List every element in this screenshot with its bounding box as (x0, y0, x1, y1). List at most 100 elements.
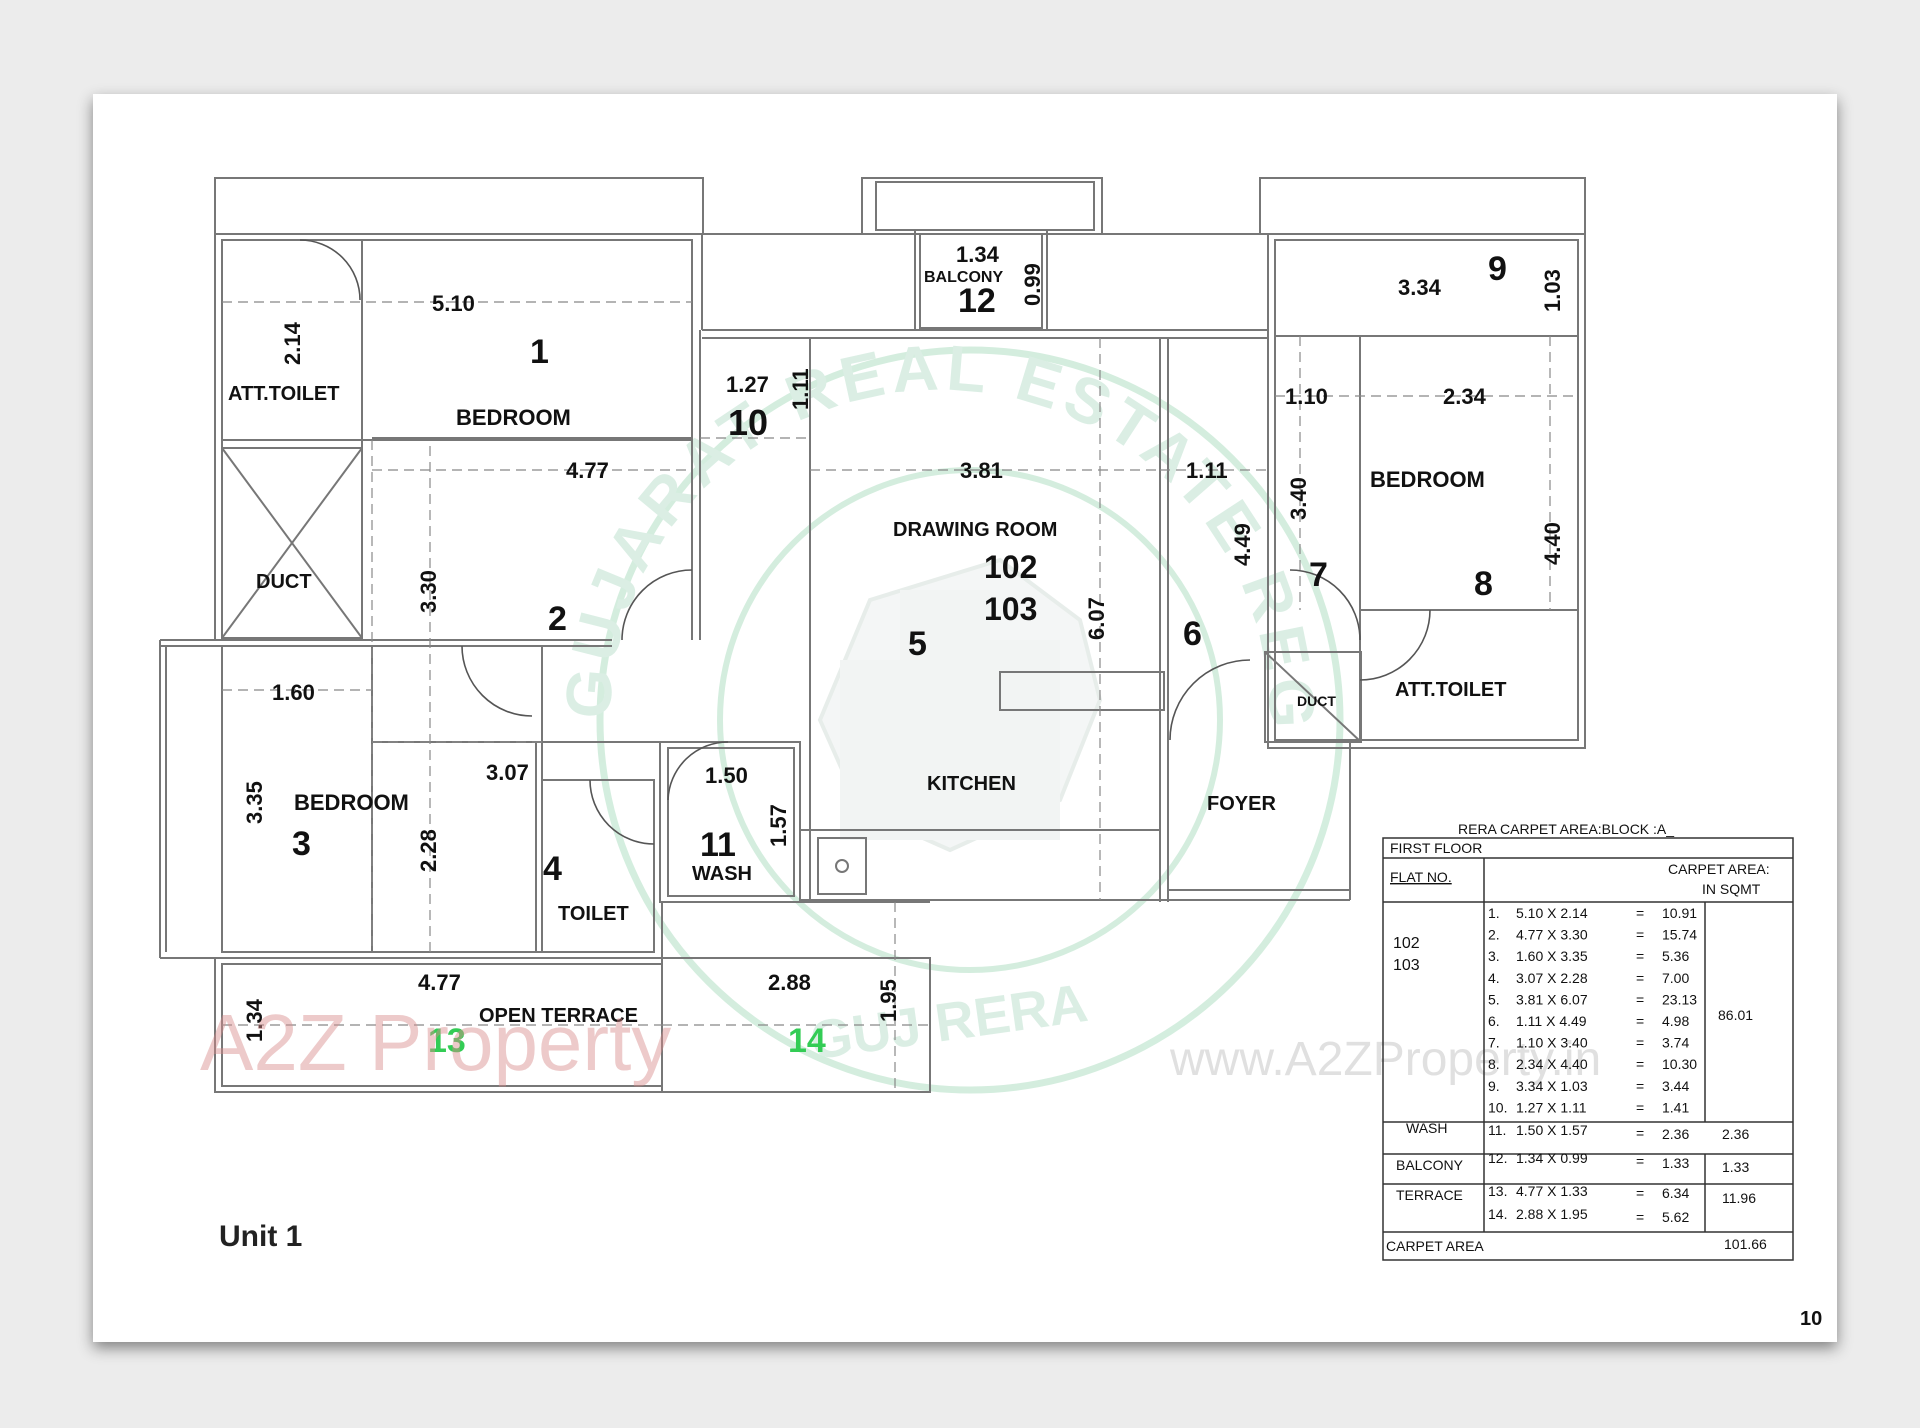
table-row-1-dim: 5.10 X 2.14 (1516, 905, 1588, 921)
table-col-flat: FLAT NO. (1390, 869, 1452, 885)
room-labels: BEDROOM 1 2 BEDROOM 3 4 TOILET 5 6 7 BED… (228, 250, 1507, 1060)
dim-1-34-terrace: 1.34 (242, 998, 267, 1042)
room-1-name: BEDROOM (456, 405, 571, 430)
dimension-lines (222, 301, 1578, 1092)
room-8-name: BEDROOM (1370, 467, 1485, 492)
dim-1-27: 1.27 (726, 372, 769, 397)
att-toilet-right-label: ATT.TOILET (1395, 679, 1506, 701)
dim-1-95: 1.95 (876, 979, 901, 1022)
dim-3-35: 3.35 (242, 781, 267, 824)
stamp-bottom-text: GUJ RERA (807, 973, 1092, 1071)
door-swings (299, 239, 1431, 845)
table-row-8-dim: 2.34 X 4.40 (1516, 1056, 1588, 1072)
dim-2-14: 2.14 (280, 321, 305, 365)
table-row-6-eq: = (1636, 1013, 1644, 1029)
dim-1-10: 1.10 (1285, 384, 1328, 409)
room-13-number: 13 (428, 1022, 466, 1060)
stamp-top-text: GUJARAT REAL ESTATE REGULATORY AUTHORITY (0, 0, 1323, 735)
dim-1-57: 1.57 (766, 804, 791, 847)
table-row-10-val: 1.41 (1662, 1099, 1689, 1115)
room-11-number: 11 (700, 826, 736, 864)
rera-stamp: GUJARAT REAL ESTATE REGULATORY AUTHORITY… (0, 0, 1344, 1094)
table-terrace-2-dim: 2.88 X 1.95 (1516, 1206, 1588, 1222)
table-row-5-dim: 3.81 X 6.07 (1516, 991, 1588, 1007)
drawing-room-label: DRAWING ROOM (893, 519, 1057, 541)
table-row-1-val: 10.91 (1662, 905, 1697, 921)
room-7-number: 7 (1309, 556, 1328, 594)
table-row-1-n: 1. (1488, 905, 1500, 921)
dim-1-11-right: 1.11 (1186, 458, 1228, 483)
table-col-area-2: IN SQMT (1702, 881, 1761, 897)
room-4-name: TOILET (558, 903, 629, 925)
table-balcony-num: 12. (1488, 1150, 1507, 1166)
table-terrace-2-eq: = (1636, 1209, 1644, 1225)
table-row-10-eq: = (1636, 1099, 1644, 1115)
dim-1-34-balcony: 1.34 (956, 242, 1000, 267)
table-row-3-dim: 1.60 X 3.35 (1516, 948, 1588, 964)
table-row-2-val: 15.74 (1662, 927, 1697, 943)
table-balcony-label: BALCONY (1396, 1157, 1464, 1173)
table-wash-dim: 1.50 X 1.57 (1516, 1122, 1588, 1138)
table-row-5-n: 5. (1488, 991, 1500, 1007)
att-toilet-left-label: ATT.TOILET (228, 383, 339, 405)
table-row-2-n: 2. (1488, 927, 1500, 943)
table-row-7-val: 3.74 (1662, 1035, 1689, 1051)
dim-6-07: 6.07 (1084, 597, 1109, 640)
room-3-number: 3 (292, 825, 311, 863)
room-12-name: BALCONY (924, 269, 1003, 286)
dim-3-30: 3.30 (416, 570, 441, 613)
dim-2-88: 2.88 (768, 970, 811, 995)
room-3-name: BEDROOM (294, 790, 409, 815)
table-row-10-dim: 1.27 X 1.11 (1516, 1099, 1587, 1115)
room-6-number: 6 (1183, 615, 1202, 653)
table-balcony-total: 1.33 (1722, 1159, 1749, 1175)
table-row-8-eq: = (1636, 1056, 1644, 1072)
dim-4-49: 4.49 (1230, 523, 1255, 566)
table-row-1-eq: = (1636, 905, 1644, 921)
room-14-number: 14 (788, 1022, 826, 1060)
flat-number-b: 103 (984, 591, 1037, 627)
duct-left-label: DUCT (256, 571, 312, 593)
table-row-3-eq: = (1636, 948, 1644, 964)
table-row-4-n: 4. (1488, 970, 1500, 986)
table-row-5-eq: = (1636, 991, 1644, 1007)
dim-0-99: 0.99 (1020, 263, 1045, 306)
room-5-number: 5 (908, 625, 927, 663)
table-row-9-n: 9. (1488, 1078, 1500, 1094)
svg-text:GUJARAT REAL ESTATE REGULATORY: GUJARAT REAL ESTATE REGULATORY AUTHORITY (0, 0, 1329, 735)
table-main-total: 86.01 (1718, 1007, 1753, 1023)
room-11-name: WASH (692, 863, 752, 885)
dim-2-34: 2.34 (1443, 384, 1487, 409)
table-carpet-total: 101.66 (1724, 1236, 1767, 1252)
dim-5-10: 5.10 (432, 291, 475, 316)
room-2-number: 2 (548, 600, 567, 638)
table-row-4-eq: = (1636, 970, 1644, 986)
table-terrace-total: 11.96 (1722, 1190, 1756, 1206)
table-floor: FIRST FLOOR (1390, 840, 1482, 856)
table-balcony-eq: = (1636, 1153, 1644, 1169)
room-12-number: 12 (958, 282, 996, 320)
a2z-watermark: A2Z Property www.A2ZProperty.in (200, 998, 1601, 1087)
table-row-3-n: 3. (1488, 948, 1500, 964)
carpet-area-table: RERA CARPET AREA:BLOCK :A_ FIRST FLOOR F… (1382, 821, 1794, 1261)
dim-3-34: 3.34 (1398, 275, 1442, 300)
dim-4-77-upper: 4.77 (566, 458, 609, 483)
table-balcony-val: 1.33 (1662, 1155, 1689, 1171)
table-wash-eq: = (1636, 1125, 1644, 1141)
table-terrace-2-num: 14. (1488, 1206, 1507, 1222)
table-row-4-dim: 3.07 X 2.28 (1516, 970, 1588, 986)
table-flat-2: 103 (1393, 957, 1420, 974)
dim-1-60: 1.60 (272, 680, 315, 705)
dim-3-07: 3.07 (486, 760, 529, 785)
table-row-8-val: 10.30 (1662, 1056, 1697, 1072)
table-row-6-val: 4.98 (1662, 1013, 1689, 1029)
room-9-number: 9 (1488, 250, 1507, 288)
room-4-number: 4 (543, 850, 562, 888)
dim-1-03: 1.03 (1540, 269, 1565, 312)
dim-1-11-left: 1.11 (788, 368, 813, 410)
table-flat-1: 102 (1393, 935, 1420, 952)
table-row-4-val: 7.00 (1662, 970, 1689, 986)
table-balcony-dim: 1.34 X 0.99 (1516, 1150, 1588, 1166)
table-title: RERA CARPET AREA:BLOCK :A_ (1458, 821, 1674, 837)
